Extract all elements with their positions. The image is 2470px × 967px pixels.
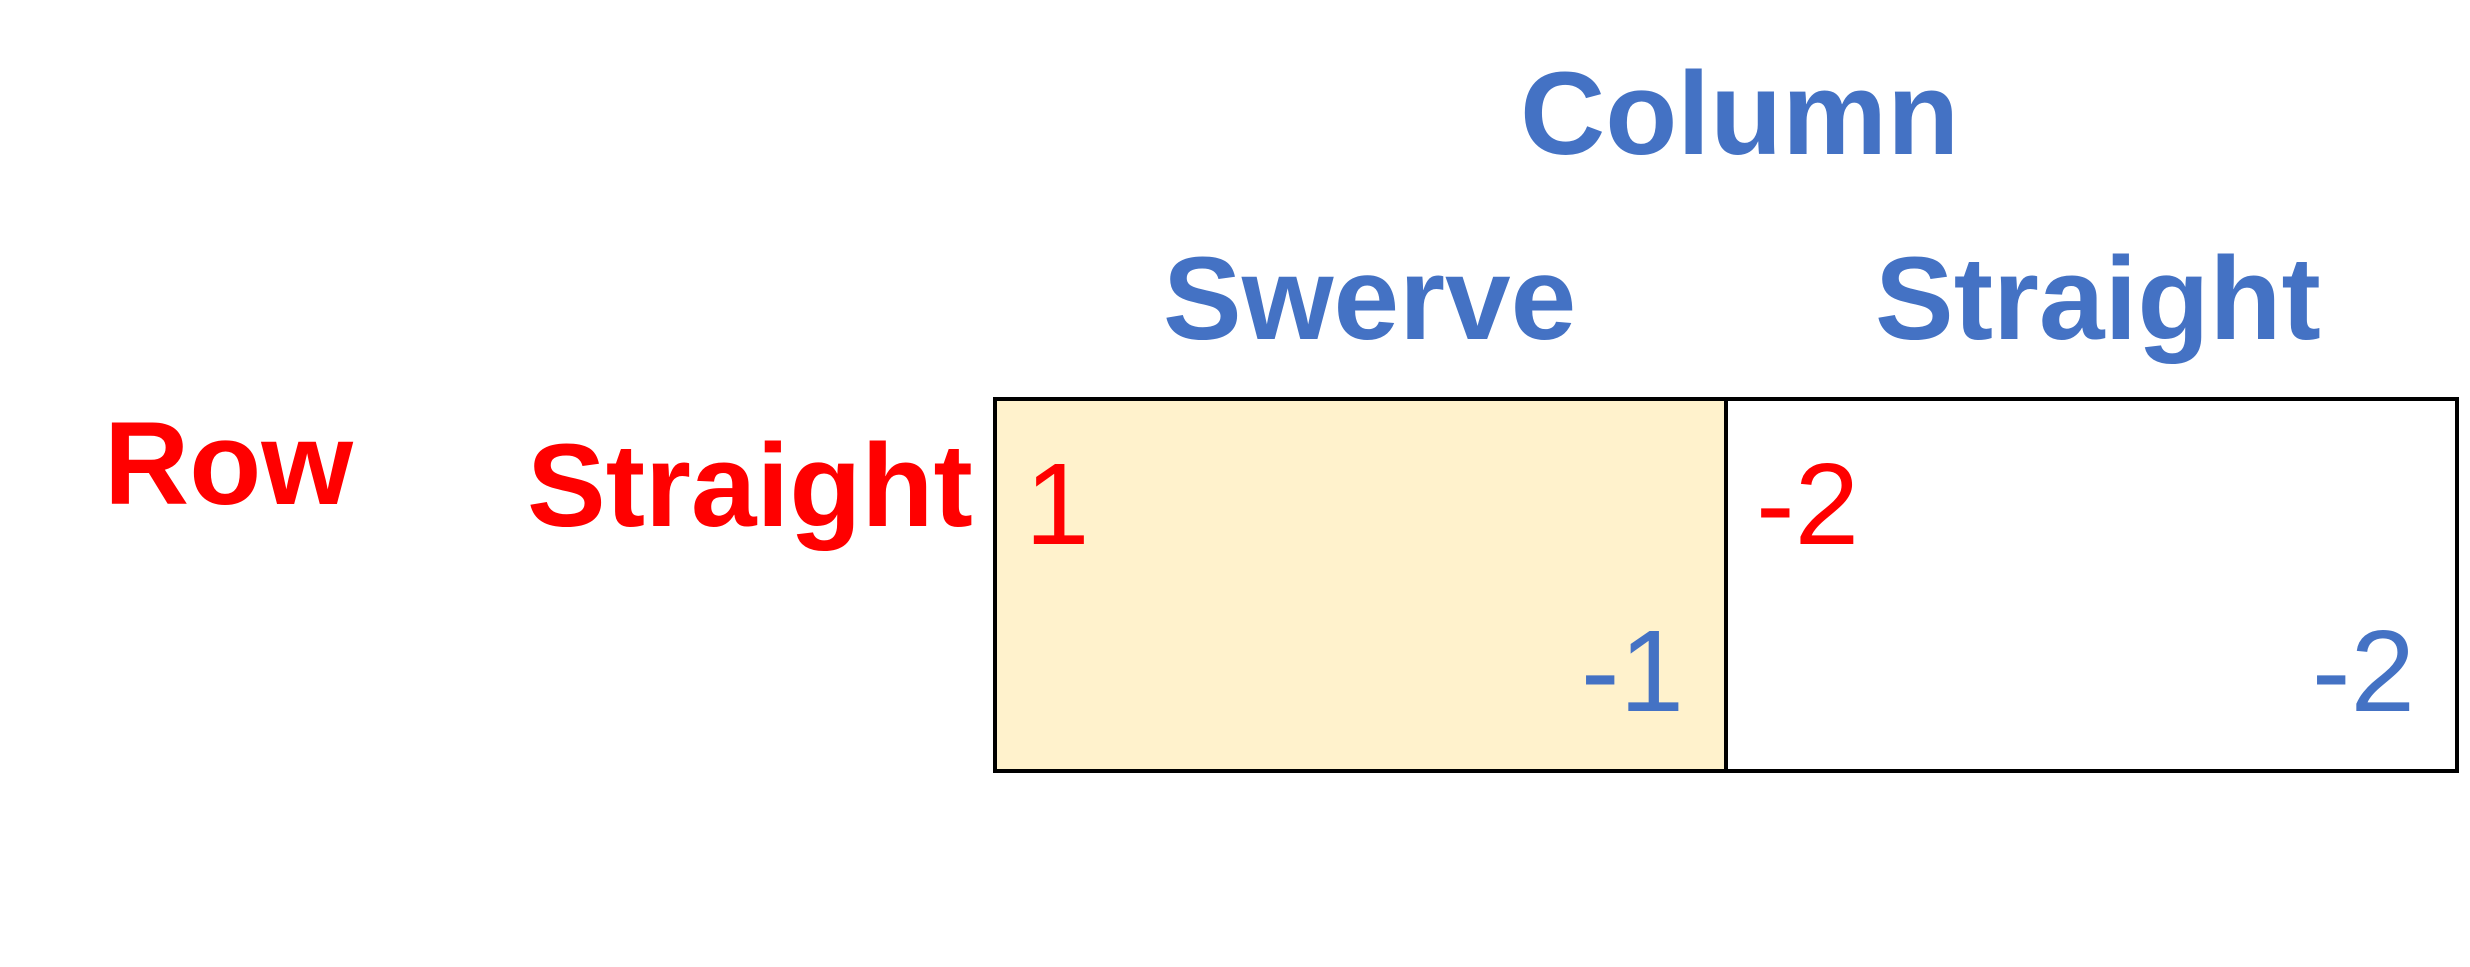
payoff-cell-straight-straight: -2 -2 <box>1724 397 2459 773</box>
payoff-cell-straight-swerve: 1 -1 <box>993 397 1728 773</box>
row-payoff: -2 <box>1756 439 1860 569</box>
row-player-label: Row <box>104 398 354 530</box>
column-payoff: -2 <box>2311 606 2415 736</box>
column-payoff: -1 <box>1580 606 1684 736</box>
column-player-label: Column <box>1520 48 1960 180</box>
column-strategy-straight: Straight <box>1875 233 2321 365</box>
row-payoff: 1 <box>1025 439 1090 569</box>
column-strategy-swerve: Swerve <box>1163 233 1577 365</box>
row-strategy-straight: Straight <box>527 420 973 552</box>
